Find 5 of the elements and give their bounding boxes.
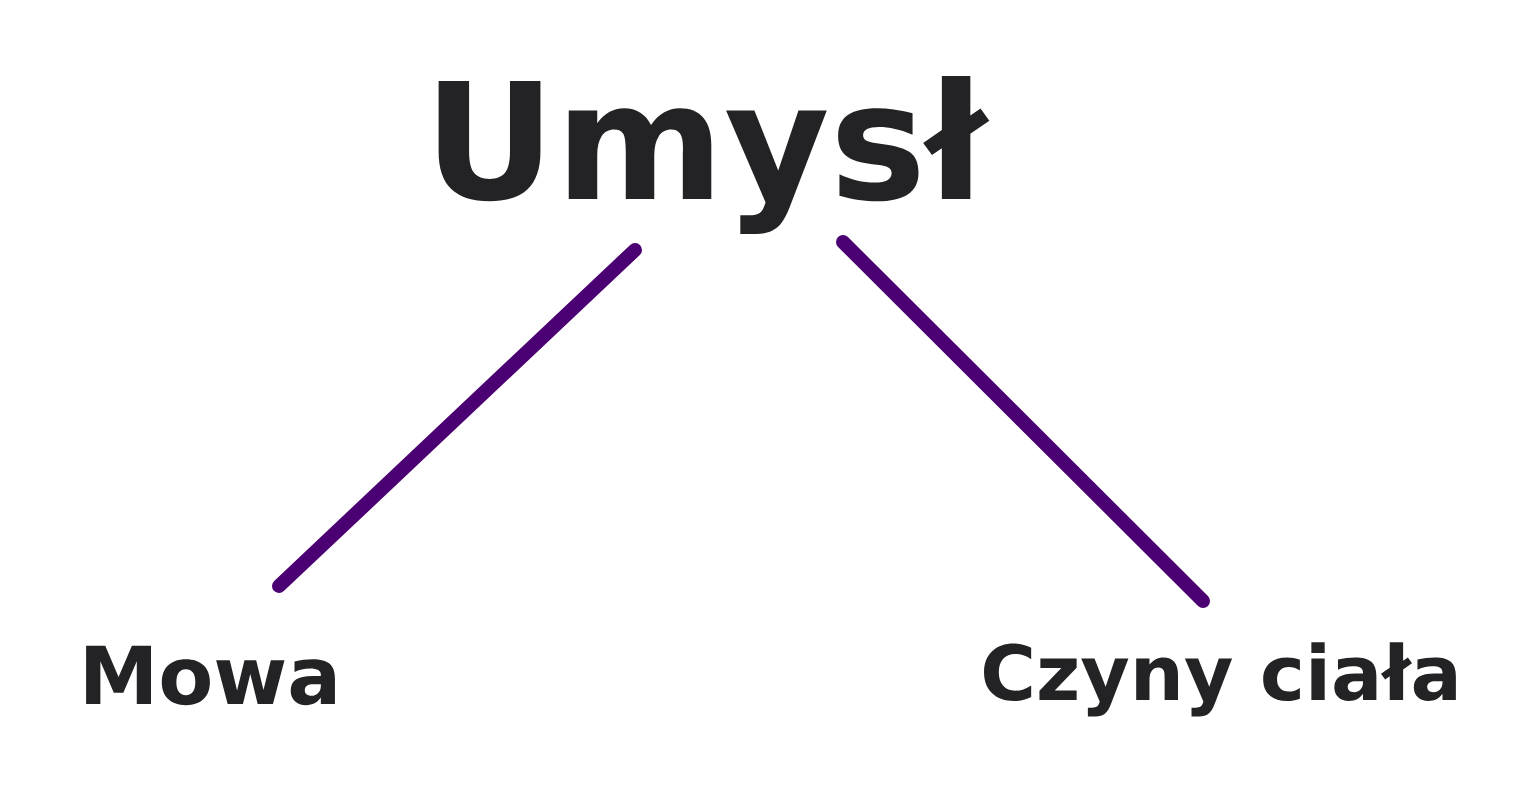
node-label: Mowa [86,645,335,706]
connector-line [272,243,642,593]
node-label: Czyny ciała [984,642,1456,717]
node-label: Umysł [438,75,990,234]
connector-line [836,235,1210,608]
